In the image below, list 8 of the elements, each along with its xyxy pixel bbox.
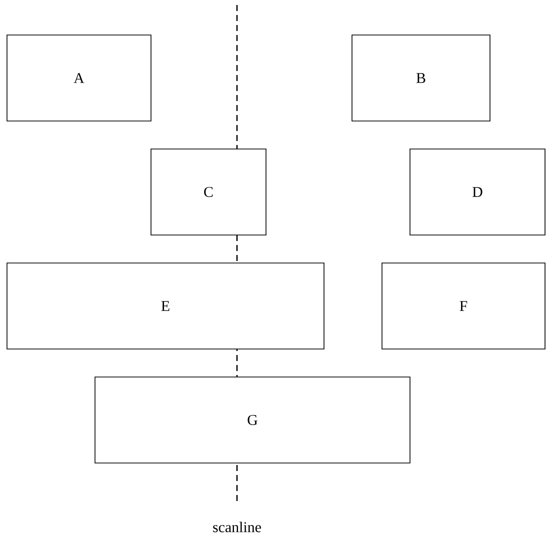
rectangle: A (6, 34, 152, 122)
rectangle: G (94, 376, 410, 464)
rectangle: E (6, 262, 324, 350)
rectangle: D (410, 148, 546, 236)
rectangle: B (352, 34, 490, 122)
rectangle: F (382, 262, 546, 350)
line-label: scanline (213, 522, 261, 532)
rectangle: C (150, 148, 266, 236)
